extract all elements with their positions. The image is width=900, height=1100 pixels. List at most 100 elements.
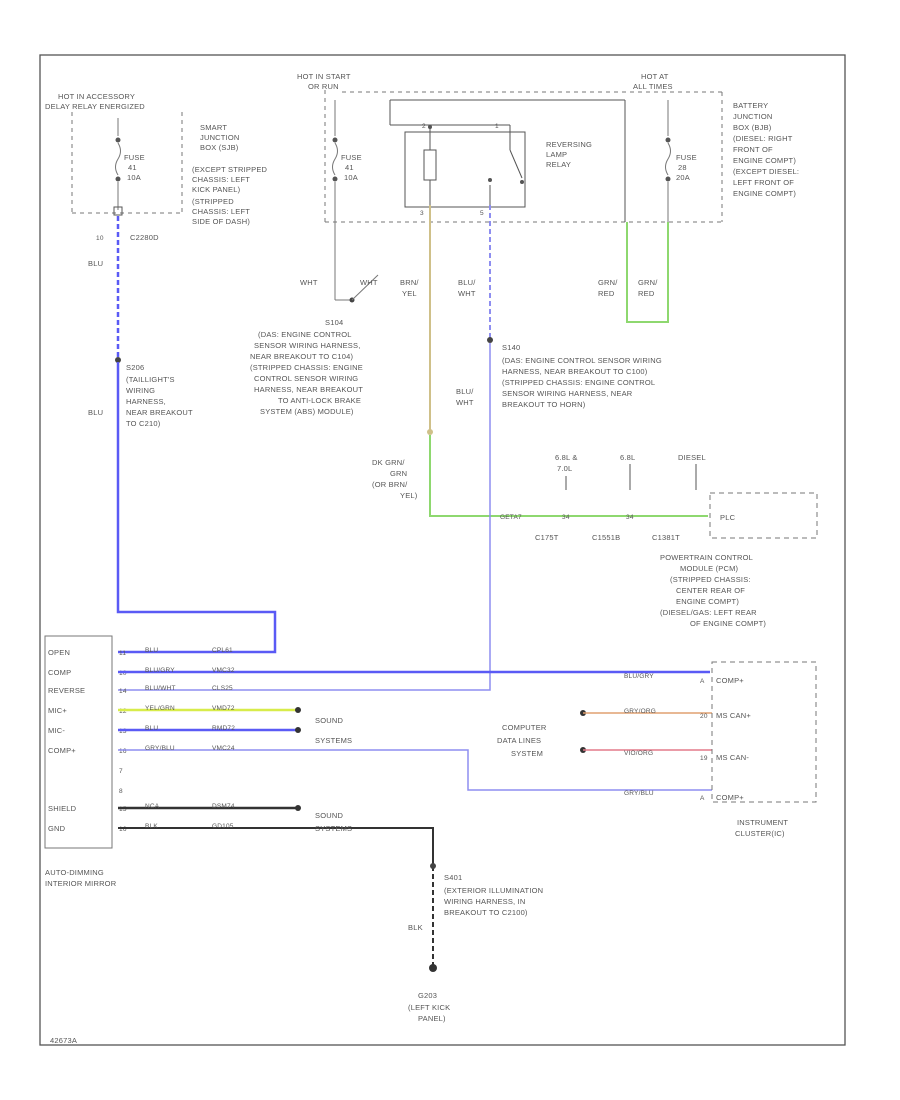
wire-blu-label-1: BLU [88, 259, 103, 268]
gry-blu-wire-to-ic [118, 749, 712, 791]
pcm-pin-2: 34 [626, 514, 634, 521]
mirror-pin-label: OPEN [48, 648, 70, 657]
blu-wht-wire-to-mirror [118, 343, 491, 691]
s140-text-2: (DAS: ENGINE CONTROL SENSOR WIRING [502, 356, 662, 365]
ic-pin-label: COMP+ [716, 793, 744, 802]
ic-pin-number: 19 [700, 755, 708, 762]
pcm-desc-4: CENTER REAR OF [676, 586, 745, 595]
mirror-pin-number: 8 [119, 788, 123, 795]
mirror-wire-color: BLK [145, 823, 158, 830]
wire-blu-wht-2: WHT [458, 289, 476, 298]
wire-brn-yel-2: YEL [402, 289, 417, 298]
dk-grn-label-1: DK GRN/ [372, 458, 405, 467]
splice-s401-dot [430, 863, 436, 869]
mirror-pin-number: 12 [119, 708, 127, 715]
wire-brn-yel-1: BRN/ [400, 278, 419, 287]
mirror-wire-color: BLU/WHT [145, 685, 176, 692]
mirror-wire-color: BLU [145, 647, 158, 654]
nca-arrow [295, 805, 301, 811]
sjb-text-7: (STRIPPED [192, 197, 234, 206]
ic-wire-color: GRY/BLU [624, 790, 654, 797]
acc-header-line-2: DELAY RELAY ENERGIZED [45, 102, 145, 111]
pcm-desc-6: (DIESEL/GAS: LEFT REAR [660, 608, 757, 617]
sjb-text-5: CHASSIS: LEFT [192, 175, 250, 184]
mirror-circuit: VMD72 [212, 705, 235, 712]
mirror-circuit: CPL61 [212, 647, 233, 654]
fuse-28-all-times [665, 100, 671, 222]
relay-pin-2: 2 [422, 123, 426, 130]
bjb-text-6: ENGINE COMPT) [733, 156, 796, 165]
acc-connector: C2280D [130, 233, 159, 242]
bjb-text-2: JUNCTION [733, 112, 773, 121]
wht-wire-diag [351, 274, 379, 301]
bjb-text-5: FRONT OF [733, 145, 773, 154]
pcm-pin-label: GETA7 [500, 514, 522, 521]
all-times-header-line-2: ALL TIMES [633, 82, 673, 91]
mirror-pin-number: 13 [119, 728, 127, 735]
s206-text-3: WIRING [126, 386, 155, 395]
mirror-circuit: GD105 [212, 823, 234, 830]
mirror-pin-number: 11 [119, 650, 126, 657]
mirror-wire-color: NCA [145, 803, 160, 810]
s104-text-1: S104 [325, 318, 343, 327]
mirror-pin-number: 16 [119, 826, 127, 833]
s104-text-4: NEAR BREAKOUT TO C104) [250, 352, 353, 361]
mirror-pin-number: 15 [119, 806, 127, 813]
s104-text-6: CONTROL SENSOR WIRING [254, 374, 358, 383]
s401-text-1: S401 [444, 873, 462, 882]
wire-wht-label-2: WHT [360, 278, 378, 287]
s206-text-5: NEAR BREAKOUT [126, 408, 193, 417]
ic-pin-number: A [700, 678, 705, 685]
s140-text-3: HARNESS, NEAR BREAKOUT TO C100) [502, 367, 648, 376]
fuse-start-label-2: 41 [345, 163, 354, 172]
s104-text-9: SYSTEM (ABS) MODULE) [260, 407, 354, 416]
ic-wire-color: VIO/ORG [624, 750, 653, 757]
blk-ground-wire [118, 827, 434, 866]
s401-text-4: BREAKOUT TO C2100) [444, 908, 528, 917]
ic-wire-color: BLU/GRY [624, 673, 654, 680]
s206-text-4: HARNESS, [126, 397, 166, 406]
dk-grn-label-4: YEL) [400, 491, 418, 500]
s401-text-2: (EXTERIOR ILLUMINATION [444, 886, 543, 895]
data-lines-2: DATA LINES [497, 736, 541, 745]
s140-text-5: SENSOR WIRING HARNESS, NEAR [502, 389, 633, 398]
ic-pin-label: COMP+ [716, 676, 744, 685]
pcm-variant-arrows [565, 464, 697, 490]
s104-text-7: HARNESS, NEAR BREAKOUT [254, 385, 363, 394]
ic-pin-number: A [700, 795, 705, 802]
fuse-start-label-3: 10A [344, 173, 358, 182]
pcm-pin-1: 34 [562, 514, 570, 521]
fuse-all-label-2: 28 [678, 163, 687, 172]
wire-blu-wht-2-a: BLU/ [456, 387, 474, 396]
splice-s140-dot [487, 337, 493, 343]
dk-grn-wire-to-pcm [429, 435, 708, 517]
relay-pin-1: 1 [495, 123, 499, 130]
mirror-pin-label: GND [48, 824, 66, 833]
pcm-variant-3: DIESEL [678, 453, 706, 462]
pcm-connector-3: C1381T [652, 533, 680, 542]
mirror-pin-number: 16 [119, 748, 127, 755]
bjb-text-7: (EXCEPT DIESEL: [733, 167, 799, 176]
mirror-label-2: INTERIOR MIRROR [45, 879, 117, 888]
pcm-desc-1: POWERTRAIN CONTROL [660, 553, 753, 562]
reversing-lamp-relay-box [404, 131, 526, 208]
mirror-pin-number: 7 [119, 768, 123, 775]
yel-grn-arrow [295, 707, 301, 713]
mirror-pin-label: SHIELD [48, 804, 77, 813]
fuse-acc-label-2: 41 [128, 163, 137, 172]
mirror-circuit: DSM74 [212, 803, 235, 810]
pcm-box-label: PLC [720, 513, 736, 522]
mirror-wire-color: BLU/GRY [145, 667, 175, 674]
relay-label-2: LAMP [546, 150, 567, 159]
wire-grn-red-1b: RED [598, 289, 615, 298]
mirror-circuit: VMC32 [212, 667, 235, 674]
bjb-text-8: LEFT FRONT OF [733, 178, 794, 187]
mirror-wire-color: YEL/GRN [145, 705, 175, 712]
fuse-acc-label-3: 10A [127, 173, 141, 182]
mirror-circuit: CLS25 [212, 685, 233, 692]
ground-g203-icon [429, 964, 437, 972]
wire-wht-label-1: WHT [300, 278, 318, 287]
mirror-pin-number: 10 [119, 670, 127, 677]
